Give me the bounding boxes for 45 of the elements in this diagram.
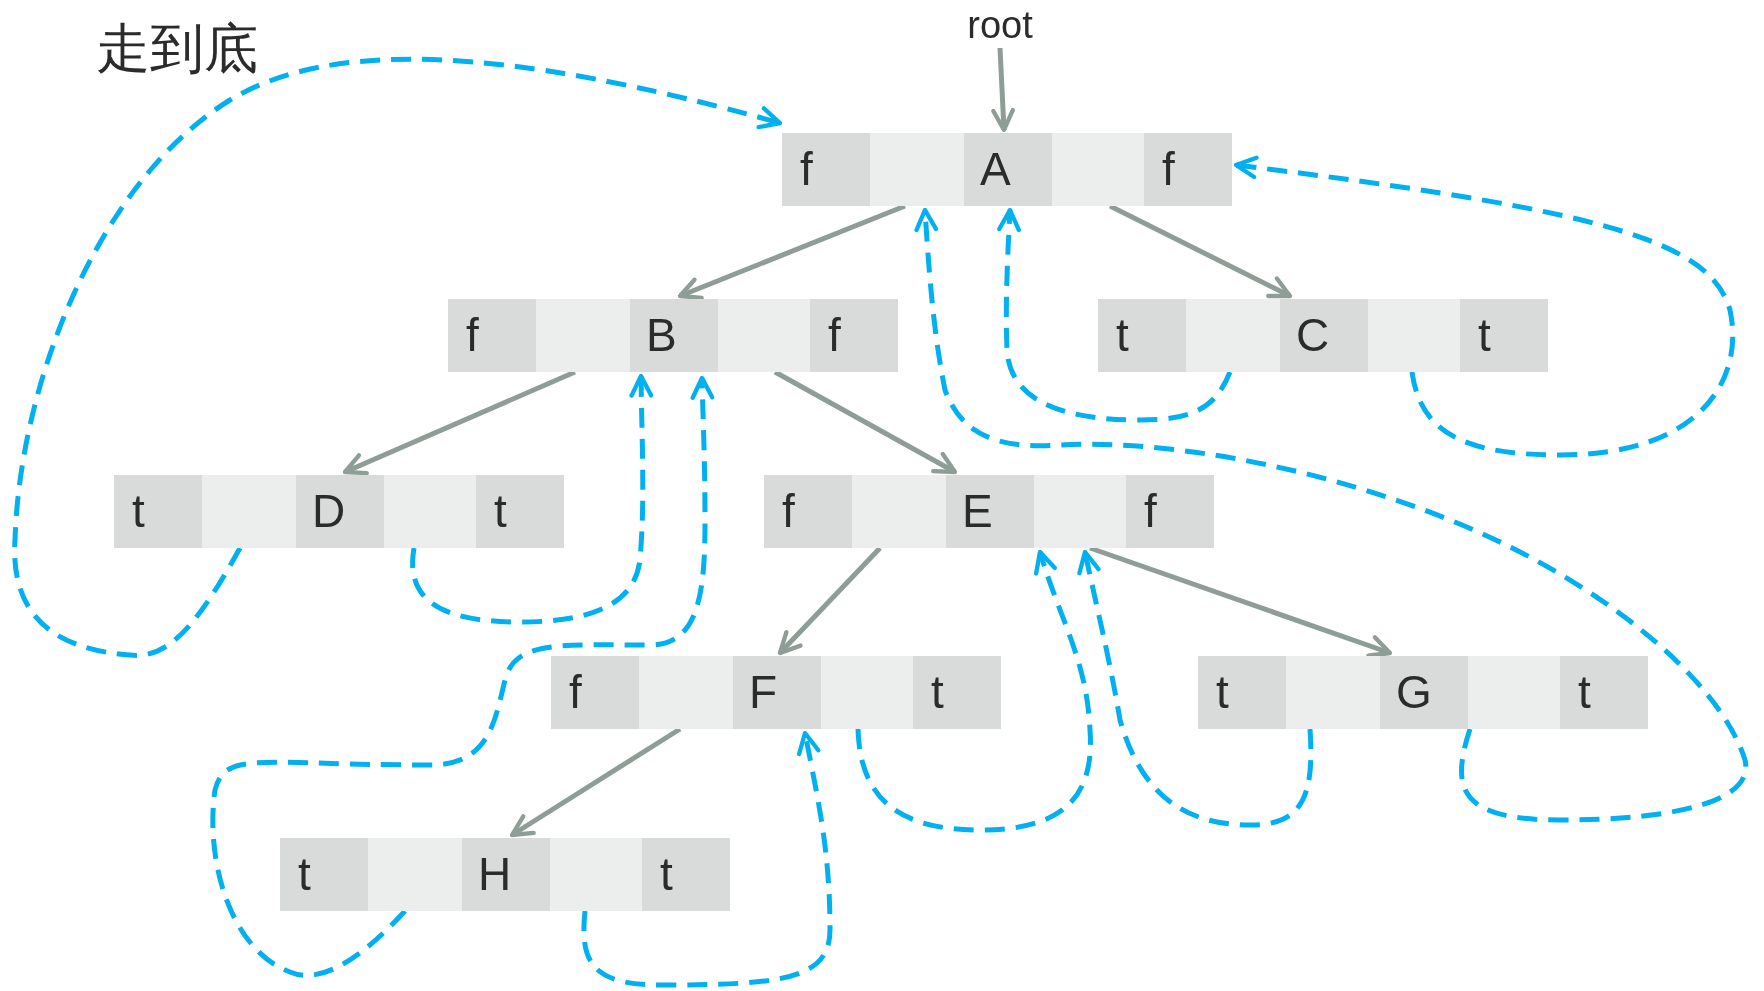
data-cell: A [964, 133, 1052, 206]
tag-cell: t [642, 838, 730, 911]
data-cell: F [733, 656, 821, 729]
tag-cell: t [1198, 656, 1286, 729]
thread-arrow [410, 373, 654, 625]
thread-arrow [210, 375, 715, 978]
tag-cell: t [1460, 299, 1548, 372]
tag-cell: f [551, 656, 639, 729]
pointer-arrow [991, 47, 1015, 133]
thread-arrow [855, 549, 1093, 833]
record-box [764, 475, 1214, 548]
thread-arrow [1077, 549, 1314, 828]
data-cell: B [630, 299, 718, 372]
thread-arrow [914, 207, 1748, 823]
thread-arrow [12, 56, 783, 658]
record-box [782, 133, 1232, 206]
data-cell: D [296, 475, 384, 548]
tag-cell: t [1560, 656, 1648, 729]
tag-cell: t [1098, 299, 1186, 372]
record-box [551, 656, 1001, 729]
record-box [1198, 656, 1648, 729]
data-cell: G [1380, 656, 1468, 729]
thread-arrow [997, 207, 1233, 423]
tag-cell: t [114, 475, 202, 548]
tag-cell: t [913, 656, 1001, 729]
tag-cell: f [1144, 133, 1232, 206]
data-cell: H [462, 838, 550, 911]
data-cell: E [946, 475, 1034, 548]
record-box [448, 299, 898, 372]
tag-cell: f [764, 475, 852, 548]
tag-cell: f [448, 299, 536, 372]
thread-arrow [581, 730, 833, 988]
tag-cell: t [280, 838, 368, 911]
data-cell: C [1280, 299, 1368, 372]
tag-cell: t [476, 475, 564, 548]
tag-cell: f [810, 299, 898, 372]
pointer-arrow [777, 546, 882, 656]
record-box [1098, 299, 1548, 372]
record-box [280, 838, 730, 911]
heading-text: 走到底 [96, 18, 258, 80]
tag-cell: f [782, 133, 870, 206]
record-box [114, 475, 564, 548]
tag-cell: f [1126, 475, 1214, 548]
pointer-label: root [960, 2, 1040, 48]
thread-arrow [1233, 155, 1735, 458]
